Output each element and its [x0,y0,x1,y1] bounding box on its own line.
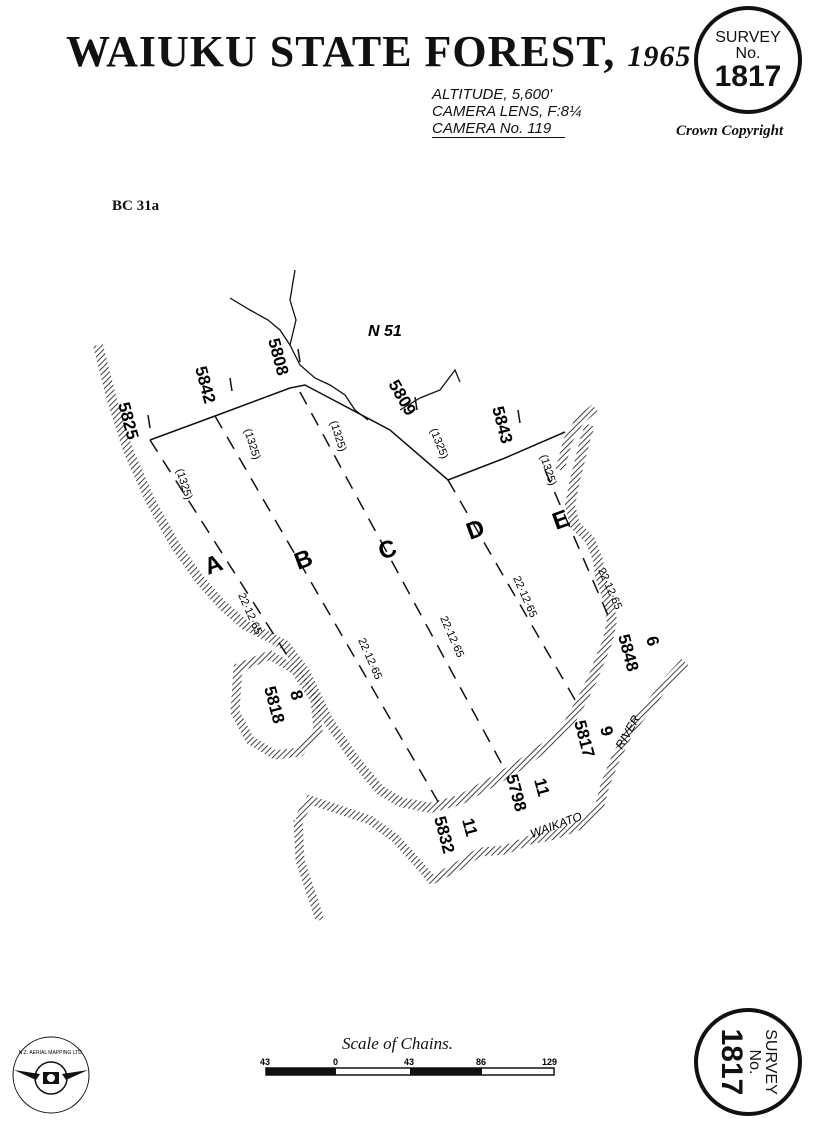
end-photo-a: 5818 [260,684,288,725]
strip-letter-a: A [201,549,227,580]
survey-number-badge: SURVEY No. 1817 [694,6,802,114]
logo-text: N.Z. AERIAL MAPPING LTD. [19,1050,83,1056]
focal-d: (1325) [427,427,450,461]
tick-5809 [414,396,418,411]
end-count-c: 11 [458,816,481,838]
shore-west [93,343,403,807]
camera-number-text: CAMERA No. 119 [432,120,566,138]
copyright-text: Crown Copyright [676,123,784,139]
end-photo-d: 5798 [502,772,530,813]
survey-number-badge-bottom: SURVEY No. 1817 [694,1008,802,1116]
shore-south [399,423,618,814]
strip-letter-b: B [291,544,317,575]
title-separator: , [603,27,616,76]
extra-photo: 5848 [614,632,642,673]
badge-number: 1817 [714,60,782,93]
logo-lens [47,1074,55,1082]
grid-reference: N 51 [368,323,402,340]
tick-5808 [297,348,301,363]
scale-bar-fill-left [266,1068,336,1075]
flight-lines [147,348,611,806]
shore-east-peninsula [555,404,598,472]
scale-tick-3: 86 [476,1057,486,1067]
badge-word-survey: SURVEY [715,29,781,46]
badge-bottom-word-no: No. [746,1049,763,1075]
extra-count: 6 [642,634,663,648]
strip-b-line [214,415,441,806]
camera-lens-text: CAMERA LENS, F:8¼ [432,103,582,120]
focal-c: (1325) [327,419,348,453]
start-connector [149,384,566,481]
strip-letter-d: D [463,514,489,545]
end-count-d: 11 [530,776,553,798]
focal-e: (1325) [537,453,558,487]
strip-d-line [447,479,579,706]
focal-a: (1325) [173,467,194,501]
end-count-e: 9 [596,724,617,738]
title-text: WAIUKU STATE FOREST [66,27,604,76]
badge-word-no: No. [735,45,761,62]
strip-c-line [299,391,506,771]
river-bank-south [294,658,689,886]
streams [229,269,461,421]
end-photo-e: 5817 [570,718,598,759]
shore-west-lower [293,819,325,922]
shoreline-hatching [93,343,689,922]
start-photo-e: 5843 [488,404,516,445]
end-count-a: 8 [286,688,307,702]
tick-5825 [147,414,151,429]
strip-letter-c: C [375,534,401,565]
end-photo-c: 5832 [430,814,458,855]
stream-east [399,368,461,411]
scale-bar-fill-mid [410,1068,482,1075]
title-year: 1965 [627,40,692,73]
strip-e-line [544,469,611,621]
scale-tick-4: 129 [542,1057,557,1067]
tick-5843 [517,409,521,424]
scale-bar: 43 0 43 86 129 [260,1057,557,1076]
map-title: WAIUKU STATE FOREST, 1965 [66,26,690,86]
stream-northwest [229,297,291,346]
tick-5842 [229,377,233,392]
stream-north [289,269,369,421]
scale-tick-2: 43 [404,1057,414,1067]
camera-info: ALTITUDE, 5,600' CAMERA LENS, F:8¼ CAMER… [432,86,632,138]
badge-bottom-word-survey: SURVEY [762,1029,779,1095]
logo-wing-right [62,1070,88,1080]
focal-b: (1325) [241,427,262,461]
start-photo-b: 5842 [191,364,219,405]
aerial-mapping-logo: N.Z. AERIAL MAPPING LTD. [12,1036,90,1114]
scale-tick-1: 0 [333,1057,338,1067]
strip-letters: A B C D E [201,505,573,581]
altitude-text: ALTITUDE, 5,600' [432,86,553,103]
island-5818 [230,649,323,760]
date-b: 22·12·65 [355,636,384,681]
badge-bottom-number: 1817 [715,1028,748,1096]
logo-wing-left [14,1070,40,1080]
scale-title: Scale of Chains. [342,1034,453,1053]
strip-a-line [149,439,291,661]
reference-code: BC 31a [112,198,160,214]
scale-tick-0: 43 [260,1057,270,1067]
